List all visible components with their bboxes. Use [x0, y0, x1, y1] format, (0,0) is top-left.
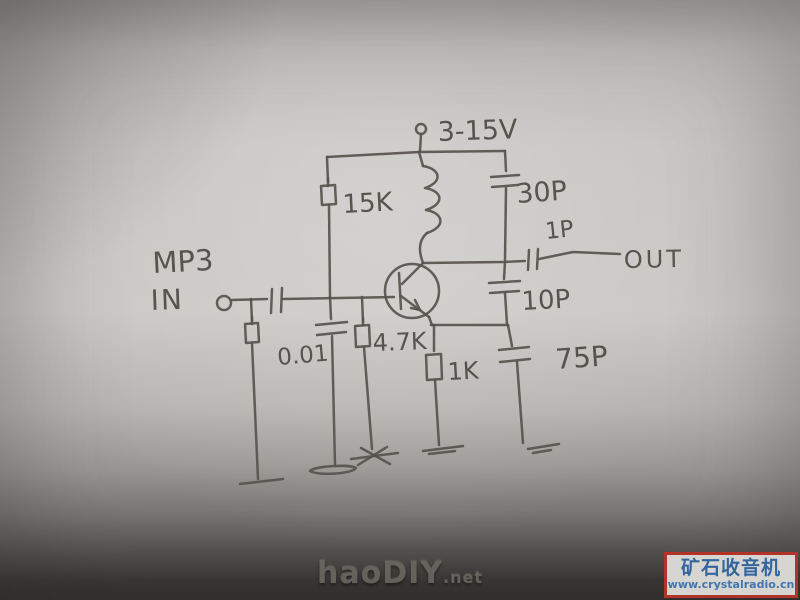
label-capacitor-1p: 1P — [544, 216, 575, 245]
label-out: OUT — [624, 245, 685, 274]
label-resistor-4-7k: 4.7K — [372, 327, 428, 357]
label-resistor-15k: 15K — [342, 187, 395, 220]
capacitor-30p-symbol — [489, 149, 521, 263]
label-in: IN — [150, 283, 184, 317]
crystalradio-badge: 矿石收音机 www.crystalradio.cn — [664, 552, 798, 598]
capacitor-75p-symbol — [429, 323, 561, 455]
label-mp3: MP3 — [152, 243, 215, 280]
output-coupling-wires — [421, 247, 622, 272]
badge-site-url: www.crystalradio.cn — [667, 578, 795, 592]
resistor-47k-symbol — [349, 295, 400, 467]
resistor-1k-symbol — [421, 323, 465, 456]
watermark-brand: haoDIY — [317, 556, 444, 591]
input-terminal-icon — [215, 294, 233, 312]
capacitor-001-symbol — [308, 295, 358, 476]
watermark-haodiy: haoDIY.net — [317, 556, 483, 591]
label-capacitor-10p: 10P — [521, 284, 571, 317]
label-supply-voltage: 3-15V — [437, 114, 518, 148]
label-capacitor-30p: 30P — [515, 176, 568, 210]
inductor-coil-symbol — [417, 150, 442, 265]
input-coupling-wires — [215, 286, 396, 315]
capacitor-10p-symbol — [487, 260, 522, 326]
watermark-suffix: .net — [443, 568, 483, 587]
label-capacitor-75p: 75P — [554, 339, 609, 376]
handwritten-labels: MP3 IN 3-15V 15K 30P 1P OUT 10P 75P 4.7K… — [150, 114, 684, 386]
label-resistor-1k: 1K — [447, 356, 481, 386]
input-shunt-resistor-symbol — [238, 297, 285, 486]
transistor-symbol — [383, 261, 441, 327]
supply-terminal-icon — [414, 122, 428, 136]
label-capacitor-0-01: 0.01 — [276, 341, 329, 371]
resistor-15k-symbol — [319, 155, 338, 299]
badge-site-name: 矿石收音机 — [680, 557, 781, 580]
